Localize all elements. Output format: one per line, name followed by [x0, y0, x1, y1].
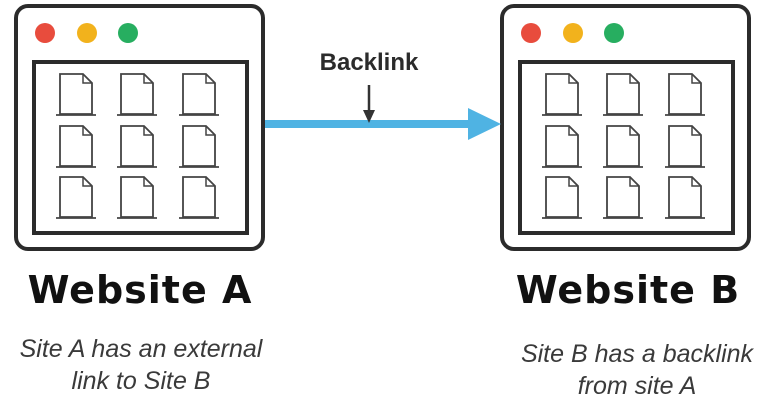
- website-a-title: Website A: [27, 268, 253, 312]
- minimize-dot-icon: [77, 23, 97, 43]
- page-icon: [542, 73, 582, 116]
- page-icon: [56, 125, 96, 168]
- caption-line: link to Site B: [71, 367, 211, 395]
- page-icon: [542, 176, 582, 219]
- website-b-window: [500, 4, 751, 251]
- page-icon: [179, 176, 219, 219]
- website-a-caption: Site A has an external link to Site B: [0, 333, 282, 397]
- page-icon: [603, 73, 643, 116]
- website-a-window: [14, 4, 265, 251]
- page-icon: [542, 125, 582, 168]
- page-icon: [117, 176, 157, 219]
- page-icon: [603, 125, 643, 168]
- minimize-dot-icon: [563, 23, 583, 43]
- page-icon: [56, 73, 96, 116]
- page-icon: [56, 176, 96, 219]
- page-icon: [117, 73, 157, 116]
- backlink-arrow: [265, 108, 501, 140]
- page-icon: [665, 125, 705, 168]
- page-grid: [56, 73, 219, 219]
- maximize-dot-icon: [604, 23, 624, 43]
- page-icon: [179, 125, 219, 168]
- caption-line: Site B has a backlink: [520, 340, 754, 368]
- pointer-down-arrow-icon: [363, 110, 375, 123]
- maximize-dot-icon: [118, 23, 138, 43]
- arrow-head-icon: [468, 108, 501, 140]
- page-grid: [542, 73, 705, 219]
- caption-line: Site A has an external: [19, 335, 263, 363]
- backlink-pointer: [363, 85, 375, 123]
- page-icon: [665, 73, 705, 116]
- caption-line: from site A: [577, 372, 697, 400]
- backlink-label: Backlink: [320, 49, 419, 76]
- page-icon: [603, 176, 643, 219]
- close-dot-icon: [35, 23, 55, 43]
- page-icon: [665, 176, 705, 219]
- page-icon: [117, 125, 157, 168]
- page-icon: [179, 73, 219, 116]
- close-dot-icon: [521, 23, 541, 43]
- website-b-title: Website B: [515, 268, 741, 312]
- website-b-caption: Site B has a backlink from site A: [500, 338, 774, 402]
